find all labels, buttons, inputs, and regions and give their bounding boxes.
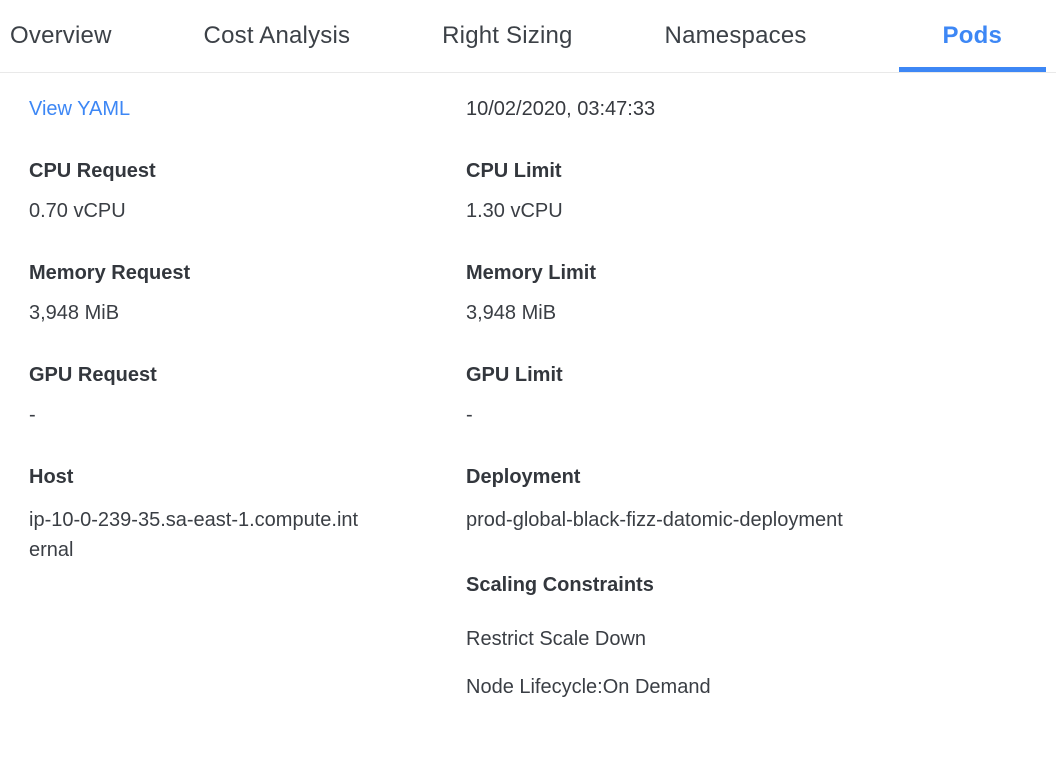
details-right-column: 10/02/2020, 03:47:33 CPU Limit 1.30 vCPU… <box>466 97 1036 723</box>
field-value: 0.70 vCPU <box>29 200 126 222</box>
tab-pods[interactable]: Pods <box>898 0 1046 72</box>
field-label: GPU Limit <box>466 364 563 386</box>
tab-overview[interactable]: Overview <box>10 22 112 49</box>
field-label: Memory Limit <box>466 262 597 284</box>
field-label: Deployment <box>466 466 581 488</box>
pod-details-panel: View YAML CPU Request 0.70 vCPU Memory R… <box>0 73 1056 723</box>
field-value: - <box>29 404 36 426</box>
host-link[interactable]: ip-10-0-239-35.sa-east-1.compute.interna… <box>29 509 359 561</box>
field-memory-limit: Memory Limit 3,948 MiB <box>466 261 596 325</box>
tab-cost-analysis[interactable]: Cost Analysis <box>203 22 351 49</box>
deployment-link[interactable]: prod-global-black-fizz-datomic-deploymen… <box>466 509 843 531</box>
field-cpu-request: CPU Request 0.70 vCPU <box>29 159 156 223</box>
field-deployment: Deployment prod-global-black-fizz-datomi… <box>466 465 843 535</box>
field-memory-request: Memory Request 3,948 MiB <box>29 261 190 325</box>
last-updated-timestamp: 10/02/2020, 03:47:33 <box>466 98 656 120</box>
field-label: CPU Request <box>29 160 156 182</box>
field-value: 3,948 MiB <box>29 302 120 324</box>
scaling-constraints-section: Scaling Constraints Restrict Scale Down … <box>466 573 711 723</box>
scaling-constraint-item: Node Lifecycle:On Demand <box>466 676 711 698</box>
tab-bar: Overview Cost Analysis Right Sizing Name… <box>0 0 1056 73</box>
scaling-constraints-title: Scaling Constraints <box>466 574 654 596</box>
view-yaml-link[interactable]: View YAML <box>29 98 131 120</box>
tab-right-sizing[interactable]: Right Sizing <box>442 22 573 49</box>
field-gpu-request: GPU Request - <box>29 363 157 427</box>
field-value: - <box>466 404 473 426</box>
field-value: 1.30 vCPU <box>466 200 563 222</box>
scaling-constraint-item: Restrict Scale Down <box>466 628 647 650</box>
field-label: GPU Request <box>29 364 157 386</box>
tab-namespaces[interactable]: Namespaces <box>664 22 807 49</box>
field-gpu-limit: GPU Limit - <box>466 363 563 427</box>
field-label: Host <box>29 466 74 488</box>
field-label: CPU Limit <box>466 160 562 182</box>
details-left-column: View YAML CPU Request 0.70 vCPU Memory R… <box>29 97 466 723</box>
field-label: Memory Request <box>29 262 191 284</box>
field-host: Host ip-10-0-239-35.sa-east-1.compute.in… <box>29 465 359 565</box>
field-cpu-limit: CPU Limit 1.30 vCPU <box>466 159 563 223</box>
field-value: 3,948 MiB <box>466 302 557 324</box>
